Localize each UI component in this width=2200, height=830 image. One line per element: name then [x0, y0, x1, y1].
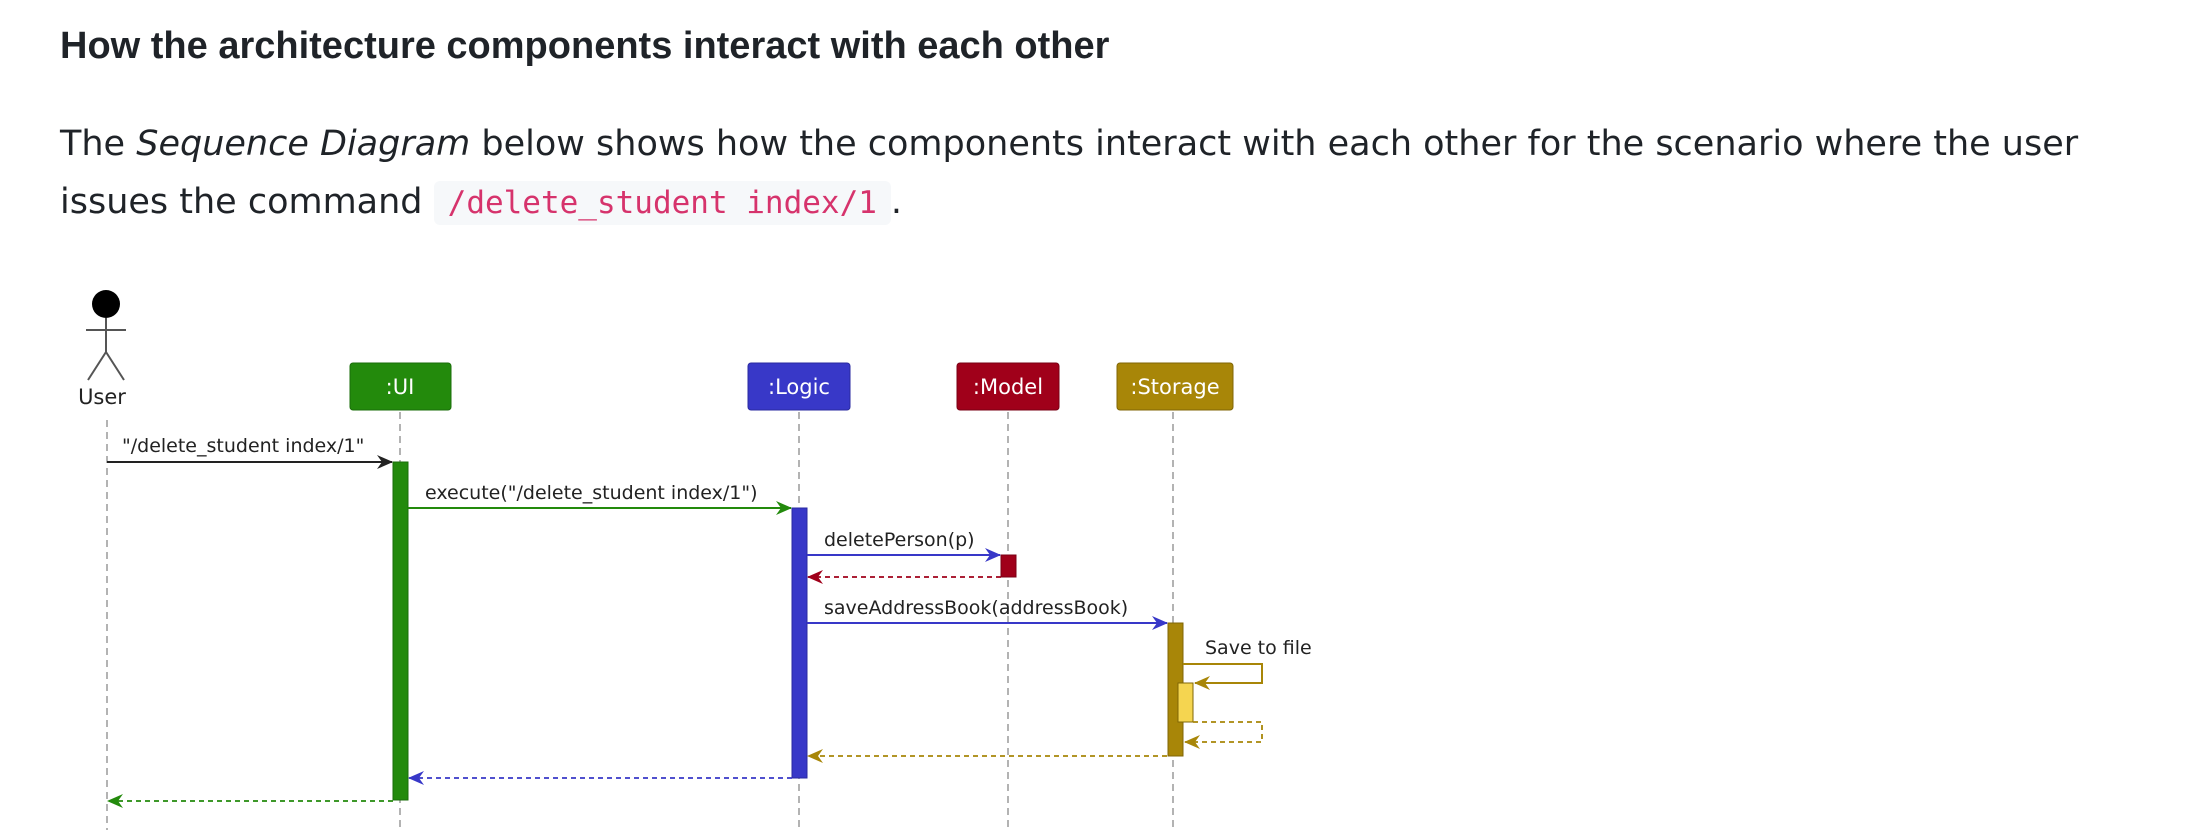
participant-logic: :Logic: [747, 362, 851, 411]
user-actor-head: [92, 290, 120, 318]
command-code: /delete_student index/1: [433, 181, 891, 225]
participant-ui: :UI: [349, 362, 452, 411]
lifelines: [106, 412, 1174, 830]
message-logic-to-storage: saveAddressBook(addressBook): [807, 597, 1168, 630]
message-storage-self-label: Save to file: [1205, 637, 1312, 659]
intro-middle: below shows how the components interact …: [60, 124, 2079, 222]
message-ui-to-logic: execute("/delete_student index/1"): [408, 482, 792, 515]
participant-logic-label: :Logic: [768, 375, 830, 399]
message-logic-to-model-label: deletePerson(p): [824, 529, 975, 551]
participant-model: :Model: [956, 362, 1060, 411]
user-actor-label: User: [78, 385, 126, 409]
ui-activation: [392, 461, 409, 801]
message-logic-to-storage-label: saveAddressBook(addressBook): [824, 597, 1128, 619]
participant-model-label: :Model: [973, 375, 1043, 399]
return-storage-self: [1184, 721, 1263, 749]
intro-paragraph: The Sequence Diagram below shows how the…: [60, 115, 2170, 232]
user-actor: User: [78, 290, 126, 409]
model-activation: [1000, 554, 1017, 578]
intro-suffix: .: [890, 182, 903, 222]
participant-storage-label: :Storage: [1130, 375, 1219, 399]
participant-ui-label: :UI: [386, 375, 415, 399]
storage-inner-activation: [1177, 682, 1194, 723]
message-logic-to-model: deletePerson(p): [807, 529, 1001, 562]
participant-storage: :Storage: [1116, 362, 1234, 411]
intro-prefix: The: [60, 124, 137, 164]
section-heading: How the architecture components interact…: [60, 25, 1110, 67]
message-user-to-ui: "/delete_student index/1": [107, 435, 393, 469]
logic-activation: [791, 507, 808, 779]
intro-emphasis: Sequence Diagram: [136, 124, 471, 164]
message-storage-self: Save to file: [1183, 637, 1312, 690]
message-ui-to-logic-label: execute("/delete_student index/1"): [425, 482, 758, 504]
message-user-to-ui-label: "/delete_student index/1": [122, 435, 364, 457]
